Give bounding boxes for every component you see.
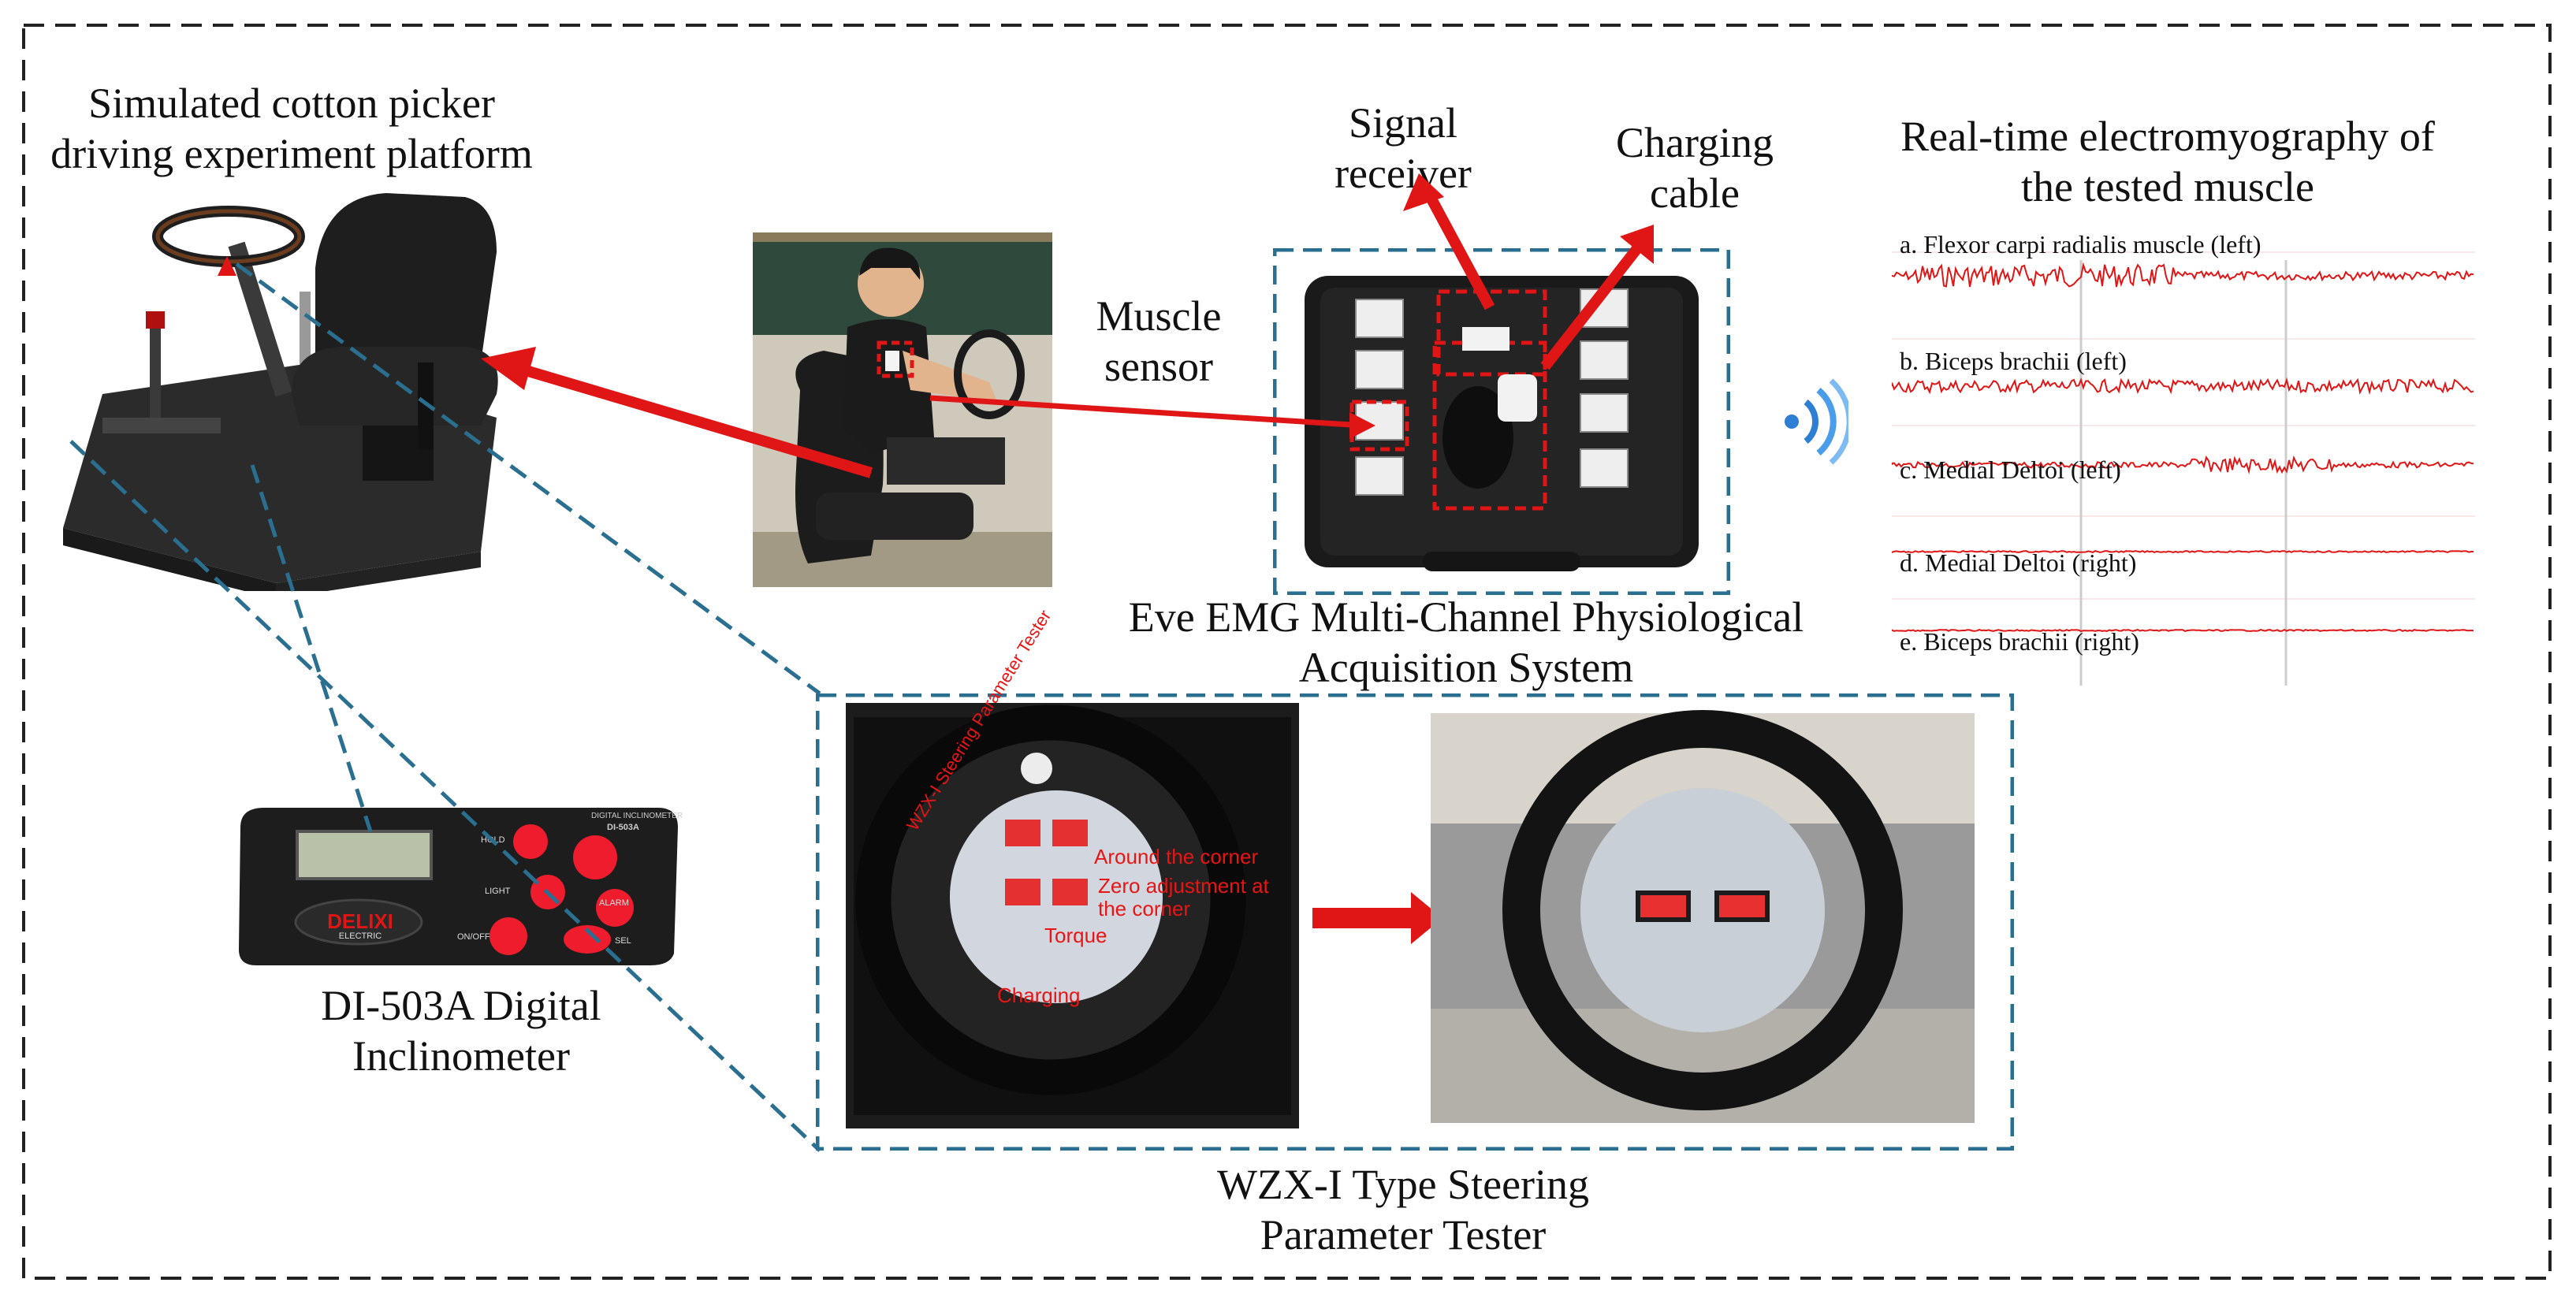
tester-ann-around-corner: Around the corner (1094, 845, 1259, 868)
operator-photo (753, 232, 1052, 587)
emg-chart (1892, 251, 2475, 686)
emg-trace-a (1892, 262, 2474, 288)
emg-channel-label-e: e. Biceps brachii (right) (1900, 627, 2139, 656)
emg-trace-c (1892, 455, 2474, 475)
tester-ann-torque: Torque (1044, 924, 1107, 947)
emg-system-box (1273, 248, 1730, 595)
emg-trace-e (1892, 628, 2474, 633)
btn-light-label: LIGHT (485, 887, 511, 896)
emg-trace-b (1892, 377, 2474, 396)
inclinometer-sub: ELECTRIC (338, 931, 382, 941)
btn-hold-label: HOLD (481, 835, 505, 845)
platform-image (63, 193, 498, 591)
btn-alarm-label: ALARM (599, 898, 629, 908)
inclinometer-brand: DELIXI (327, 909, 393, 933)
emg-channel-label-c: c. Medial Deltoi (left) (1900, 455, 2121, 484)
inclinometer-model: DIGITAL INCLINOMETER (591, 812, 683, 820)
emg-traces (1892, 262, 2474, 633)
btn-onoff-label: ON/OFF (457, 932, 490, 942)
emg-trace-d (1892, 549, 2474, 553)
inclinometer-code: DI-503A (607, 823, 639, 832)
emg-channel-label-a: a. Flexor carpi radialis muscle (left) (1900, 230, 2261, 258)
wireless-signal-icon (1785, 378, 1848, 465)
emg-channel-label-d: d. Medial Deltoi (right) (1900, 548, 2137, 577)
steering-tester-box (816, 693, 2014, 1151)
emg-channel-label-b: b. Biceps brachii (left) (1900, 347, 2127, 375)
tester-ann-charging: Charging (997, 983, 1081, 1007)
btn-sel-label: SEL (615, 936, 631, 946)
